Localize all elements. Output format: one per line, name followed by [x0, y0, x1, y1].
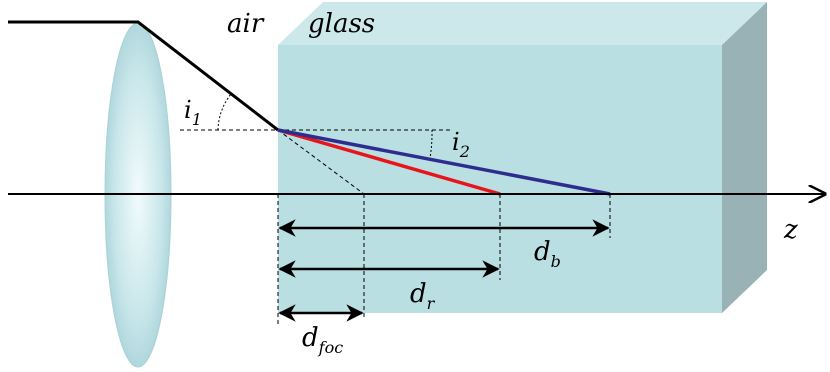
distance-label-focal: dfoc	[302, 323, 343, 357]
red-ray	[277, 128, 501, 196]
blue-ray	[277, 128, 611, 196]
air-label: air	[227, 9, 265, 39]
glass-side-face	[722, 2, 767, 313]
angle-i1-label: i1	[184, 96, 202, 129]
incident-ray	[8, 20, 279, 132]
distance-label-red: dr	[410, 279, 436, 313]
glass-label: glass	[308, 9, 375, 39]
distance-label-blue: db	[534, 237, 561, 271]
glass-top-face	[278, 2, 767, 45]
angle-i1-arc	[217, 93, 232, 131]
focus-extension-dashed	[277, 129, 365, 195]
glass-block	[278, 2, 767, 313]
angle-i2-label: i2	[452, 128, 470, 161]
z-axis-label: z	[783, 215, 798, 245]
